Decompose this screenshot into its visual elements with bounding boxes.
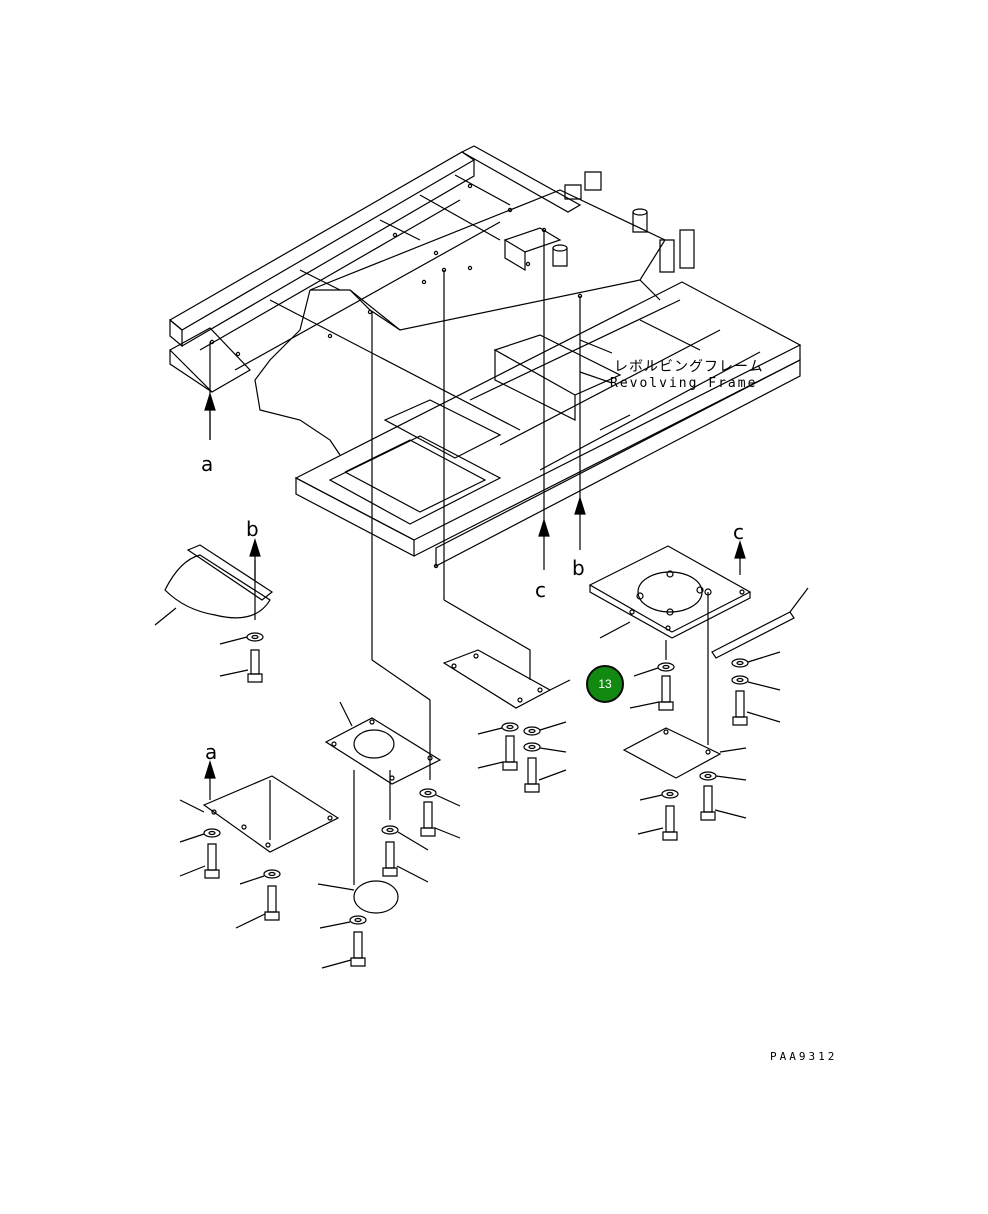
- strip: [712, 588, 808, 658]
- ref-label-a-top: a: [201, 452, 214, 476]
- frame-name-japanese: レボルビングフレーム: [614, 359, 764, 375]
- revolving-frame: [170, 146, 800, 569]
- ref-label-c-right: c: [733, 520, 744, 544]
- bolts: [180, 633, 780, 968]
- plate-right-low: [624, 728, 746, 778]
- drawing-code: PAA9312: [770, 1050, 838, 1063]
- ref-label-b-left: b: [246, 517, 259, 541]
- plate-long: [444, 650, 570, 708]
- ref-label-b-frame: b: [572, 556, 585, 580]
- ref-label-c-frame: c: [535, 578, 546, 602]
- plate-center: [326, 702, 440, 784]
- cover-b: [155, 545, 272, 625]
- plate-c: [590, 546, 750, 638]
- callout-badge-13[interactable]: 13: [586, 665, 624, 703]
- frame-name-english: Revolving Frame: [610, 376, 758, 391]
- plate-a: [180, 776, 338, 852]
- reference-lines: [210, 230, 708, 885]
- ref-arrows: [205, 394, 745, 800]
- round-cover: [318, 881, 398, 913]
- ref-label-a-bottom: a: [205, 740, 218, 764]
